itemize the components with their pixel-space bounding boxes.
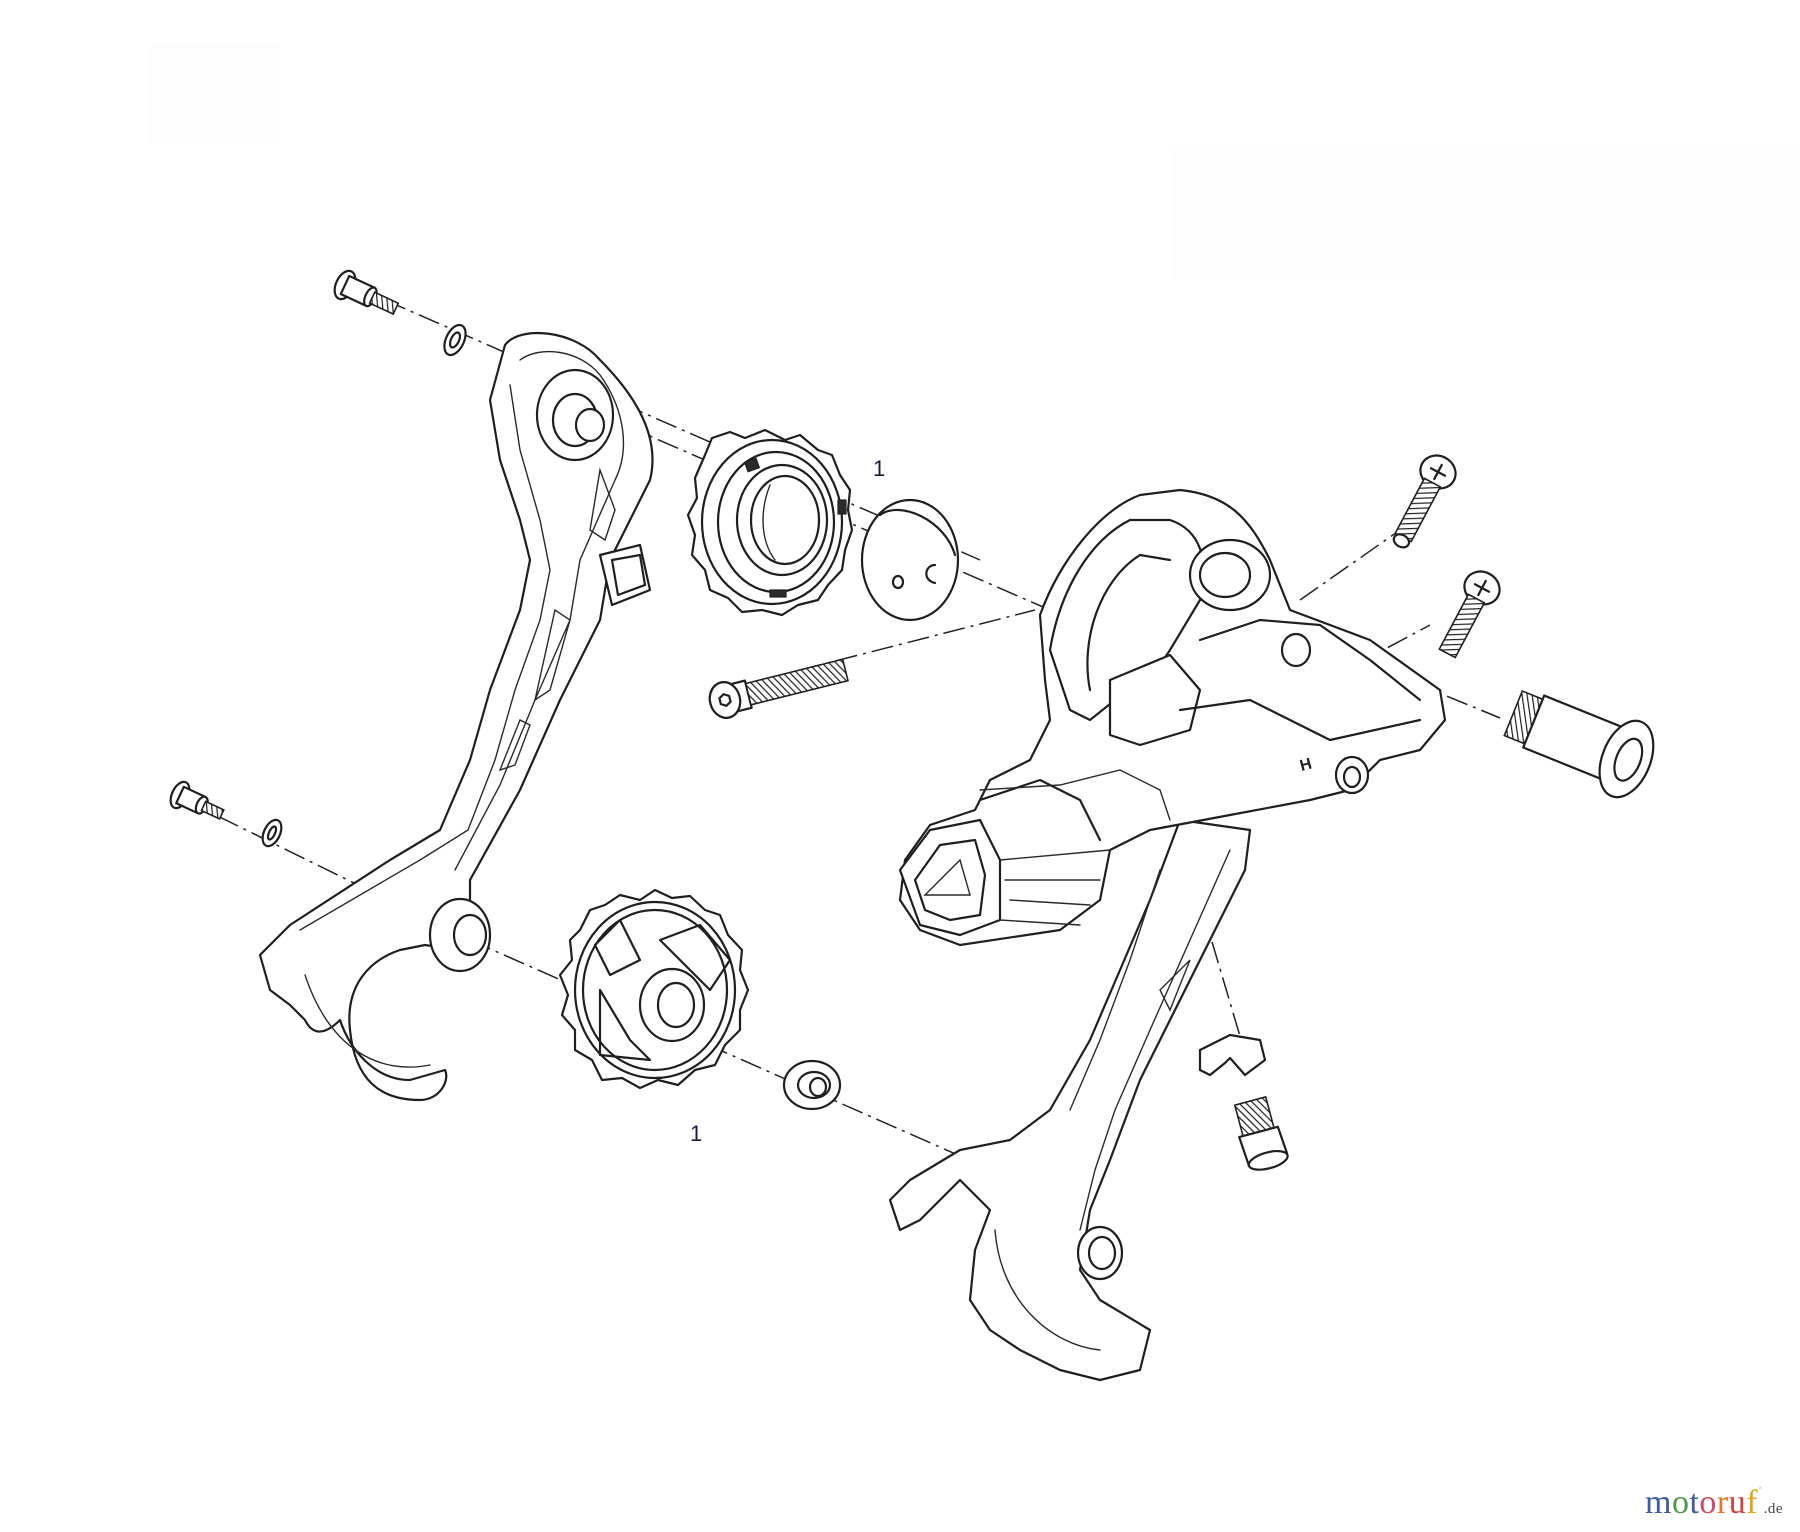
motoruf-logo: motoruf˙.de: [1645, 1484, 1783, 1521]
pulley-socket-head-bolt: [708, 658, 849, 719]
upper-cage-washer: [443, 323, 467, 357]
derailleur-body: H: [898, 488, 1447, 947]
logo-letter: m: [1645, 1484, 1672, 1521]
callout-upper-jockey-wheel: 1: [873, 456, 886, 481]
logo-letter: o: [1699, 1484, 1717, 1521]
logo-letter: u: [1728, 1484, 1747, 1521]
limit-screw-h: [1392, 454, 1457, 549]
upper-cage-bolt: [333, 269, 400, 316]
lower-cage-bolt: [169, 780, 225, 821]
outer-cage-plate: [888, 818, 1252, 1382]
lower-pulley-washer: [782, 1059, 842, 1111]
faded-watermark-top-right: [1170, 150, 1800, 280]
logo-suffix: .de: [1763, 1501, 1783, 1517]
b-tension-bolt: [1233, 1095, 1289, 1171]
lower-jockey-wheel: [558, 888, 750, 1090]
logo-letter: o: [1671, 1484, 1690, 1521]
limit-screw-l: [1438, 570, 1501, 659]
logo-dot-icon: ˙: [1758, 1484, 1763, 1498]
logo-letter: t: [1689, 1484, 1700, 1521]
lower-cage-washer: [261, 818, 283, 848]
dust-cap-plate: [860, 498, 960, 622]
faded-watermark-top-left: [150, 45, 280, 145]
inner-cage-plate: [258, 331, 654, 1102]
b-tension-bracket: [1198, 1033, 1267, 1077]
callout-lower-jockey-wheel: 1: [690, 1121, 703, 1146]
body-marking-h: H: [1298, 756, 1314, 775]
cable-barrel-adjuster: [1503, 689, 1655, 799]
logo-letter: r: [1716, 1484, 1729, 1521]
logo-letter: f: [1746, 1484, 1759, 1521]
upper-jockey-wheel: [686, 428, 854, 617]
